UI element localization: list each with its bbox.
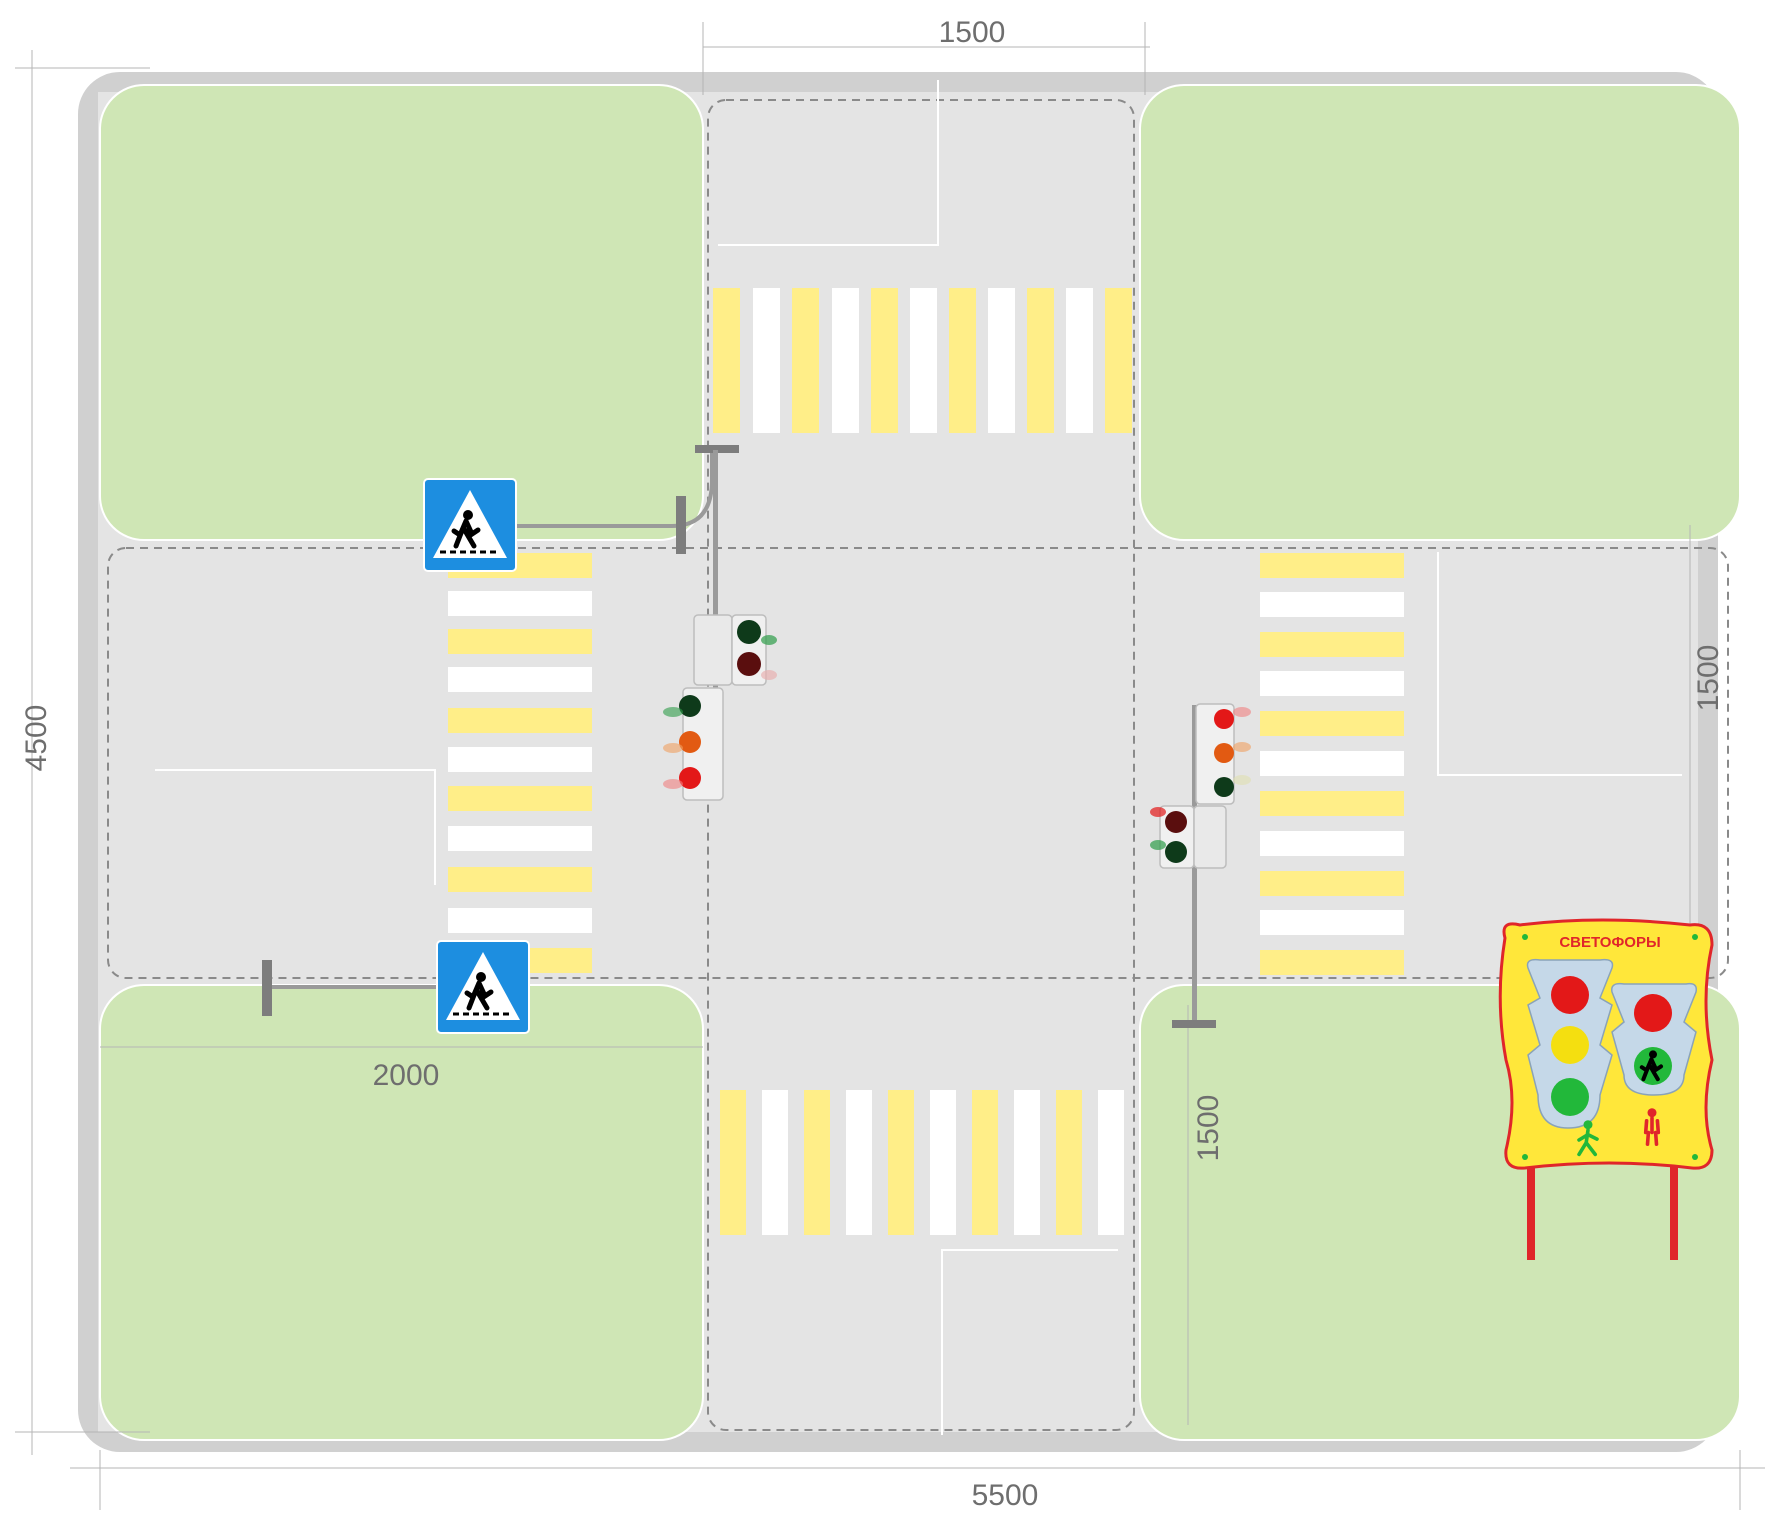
grass-top-right xyxy=(1139,84,1741,541)
pedestrian-crossing-sign-bottom xyxy=(436,940,530,1034)
pedestrian-red-light xyxy=(737,652,761,676)
vehicle-red-light xyxy=(679,767,701,789)
pedestrian-red-light xyxy=(1165,811,1187,833)
traffic-lights-info-board: СВЕТОФОРЫ xyxy=(1498,918,1714,1260)
zebra-crossing-bottom xyxy=(720,1090,1124,1235)
board-red-light xyxy=(1551,976,1589,1014)
zebra-crossing-top xyxy=(713,288,1132,433)
dimension-left: 4500 xyxy=(20,705,53,772)
zebra-crossing-right xyxy=(1260,553,1404,975)
dimension-lower-left: 2000 xyxy=(373,1059,440,1092)
board-green-light xyxy=(1551,1078,1589,1116)
dimension-top: 1500 xyxy=(939,16,1006,49)
zebra-crossing-left xyxy=(448,553,592,973)
dimension-right: 1500 xyxy=(1692,645,1725,712)
board-yellow-light xyxy=(1551,1026,1589,1064)
pedestrian-green-light xyxy=(737,620,761,644)
dimension-bottom: 5500 xyxy=(972,1479,1039,1512)
traffic-light-cluster-left xyxy=(663,450,777,801)
green-walking-figure-icon xyxy=(1577,1120,1599,1157)
vehicle-yellow-light xyxy=(1214,743,1234,763)
vehicle-green-light xyxy=(1214,777,1234,797)
grass-top-left xyxy=(99,84,704,541)
pedestrian-green-light xyxy=(1165,841,1187,863)
pedestrian-crossing-sign-top xyxy=(423,478,517,572)
red-standing-figure-icon xyxy=(1643,1108,1661,1147)
dimension-lower-right: 1500 xyxy=(1192,1095,1225,1162)
vehicle-yellow-light xyxy=(679,731,701,753)
dimension-lines xyxy=(15,22,1765,1510)
lane-lines xyxy=(155,80,1682,1435)
vehicle-red-light xyxy=(1214,709,1234,729)
grass-bottom-left xyxy=(99,984,704,1441)
sign-post-top xyxy=(515,445,739,554)
sign-post-bottom xyxy=(262,960,440,1016)
board-title: СВЕТОФОРЫ xyxy=(1559,934,1660,951)
board-ped-red-light xyxy=(1634,994,1672,1032)
vehicle-green-light xyxy=(679,695,701,717)
traffic-light-cluster-right xyxy=(1150,703,1251,1028)
